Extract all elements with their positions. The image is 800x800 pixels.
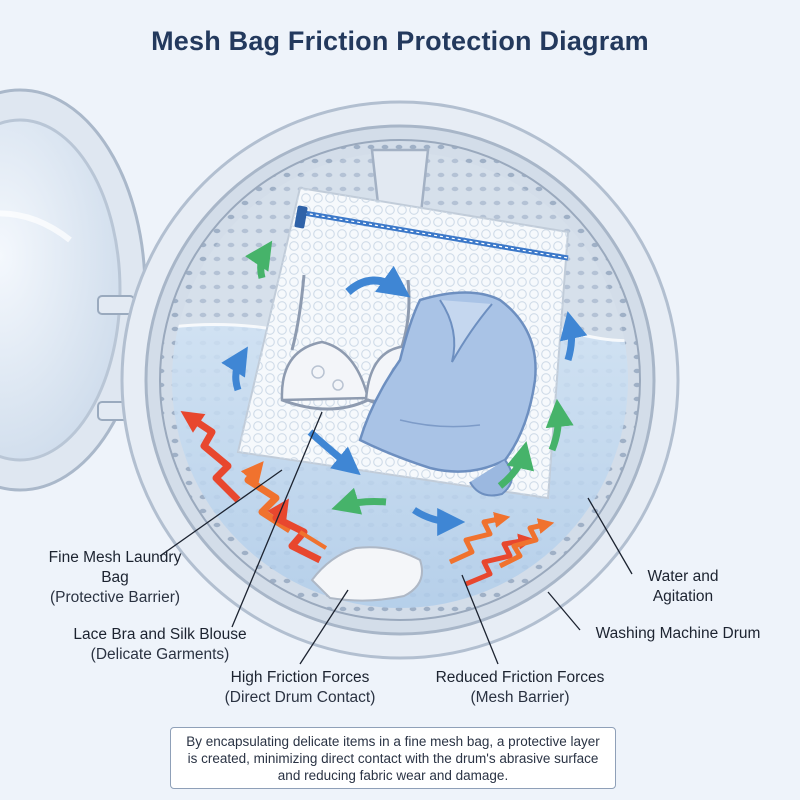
- leader-mesh-bag: [159, 469, 283, 557]
- label-water-name: Water and Agitation: [647, 568, 719, 605]
- diagram-title: Mesh Bag Friction Protection Diagram: [151, 26, 649, 56]
- agitation-arrows: [221, 240, 588, 536]
- label-garments-sub: (Delicate Garments): [90, 646, 230, 663]
- label-reduced-friction-sub: (Mesh Barrier): [470, 689, 570, 706]
- leader-high-friction: [299, 589, 349, 665]
- unprotected-fabric: [310, 546, 423, 602]
- machine-door: [0, 88, 147, 492]
- leader-lines: [159, 411, 633, 665]
- label-reduced-friction: Reduced Friction Forces (Mesh Barrier): [405, 668, 635, 708]
- door-hinge-top: [97, 295, 135, 315]
- label-garments-name: Lace Bra and Silk Blouse: [73, 626, 247, 643]
- label-high-friction-sub: (Direct Drum Contact): [224, 689, 376, 706]
- caption-box: By encapsulating delicate items in a fin…: [170, 727, 616, 789]
- leader-reduced-friction: [461, 574, 499, 665]
- label-high-friction-name: High Friction Forces: [230, 669, 370, 686]
- label-reduced-friction-name: Reduced Friction Forces: [435, 669, 605, 686]
- reduced-friction-arrows: [448, 512, 555, 587]
- label-garments: Lace Bra and Silk Blouse (Delicate Garme…: [30, 625, 290, 665]
- label-drum: Washing Machine Drum: [566, 624, 790, 644]
- label-high-friction: High Friction Forces (Direct Drum Contac…: [195, 668, 405, 708]
- leader-drum: [547, 591, 581, 631]
- leader-water: [587, 497, 633, 575]
- label-mesh-bag: Fine Mesh Laundry Bag (Protective Barrie…: [20, 548, 210, 608]
- label-water: Water and Agitation: [628, 567, 738, 607]
- label-drum-name: Washing Machine Drum: [595, 625, 761, 642]
- silk-blouse: [358, 291, 537, 497]
- label-mesh-bag-name: Fine Mesh Laundry Bag: [48, 549, 182, 586]
- zipper-pull: [294, 205, 308, 229]
- leader-garments: [231, 411, 323, 628]
- label-mesh-bag-sub: (Protective Barrier): [49, 589, 181, 606]
